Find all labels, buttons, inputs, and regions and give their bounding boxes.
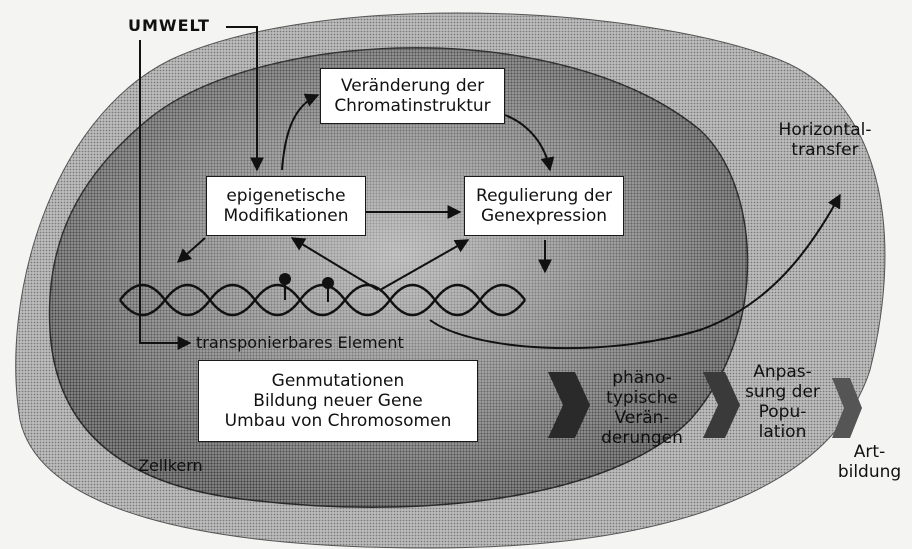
- speciation-line-2: bildung: [832, 462, 907, 482]
- adaptation-line-4: lation: [735, 422, 830, 442]
- phenotypic-line-2: typische: [592, 388, 692, 408]
- regulation-line-1: Regulierung der: [476, 186, 612, 206]
- transposable-element-label: transponierbares Element: [196, 333, 456, 353]
- horizontal-transfer-label: Horizontal- transfer: [760, 120, 890, 160]
- chromatin-box: Veränderung der Chromatinstruktur: [320, 68, 505, 124]
- horizontal-line-1: Horizontal-: [760, 120, 890, 140]
- phenotypic-line-3: Verän-: [592, 408, 692, 428]
- umwelt-label: UMWELT: [128, 16, 228, 36]
- chromatin-line-2: Chromatinstruktur: [334, 96, 490, 116]
- phenotypic-line-1: phäno-: [592, 368, 692, 388]
- adaptation-line-2: sung der: [735, 382, 830, 402]
- adaptation-line-3: Popu-: [735, 402, 830, 422]
- adaptation-line-1: Anpas-: [735, 362, 830, 382]
- speciation-label: Art- bildung: [832, 442, 907, 482]
- mutations-line-1: Genmutationen: [225, 371, 452, 391]
- epigenetic-box: epigenetische Modifikationen: [206, 176, 366, 236]
- horizontal-line-2: transfer: [760, 140, 890, 160]
- adaptation-label: Anpas- sung der Popu- lation: [735, 362, 830, 442]
- nucleus-label: Zellkern: [138, 456, 238, 476]
- mutations-line-2: Bildung neuer Gene: [225, 391, 452, 411]
- phenotypic-line-4: derungen: [592, 428, 692, 448]
- phenotypic-label: phäno- typische Verän- derungen: [592, 368, 692, 448]
- mutations-box: Genmutationen Bildung neuer Gene Umbau v…: [198, 360, 478, 442]
- mutations-line-3: Umbau von Chromosomen: [225, 411, 452, 431]
- speciation-line-1: Art-: [832, 442, 907, 462]
- regulation-box: Regulierung der Genexpression: [464, 176, 624, 236]
- epigenetic-line-1: epigenetische: [223, 186, 348, 206]
- regulation-line-2: Genexpression: [476, 206, 612, 226]
- chromatin-line-1: Veränderung der: [334, 76, 490, 96]
- epigenetic-line-2: Modifikationen: [223, 206, 348, 226]
